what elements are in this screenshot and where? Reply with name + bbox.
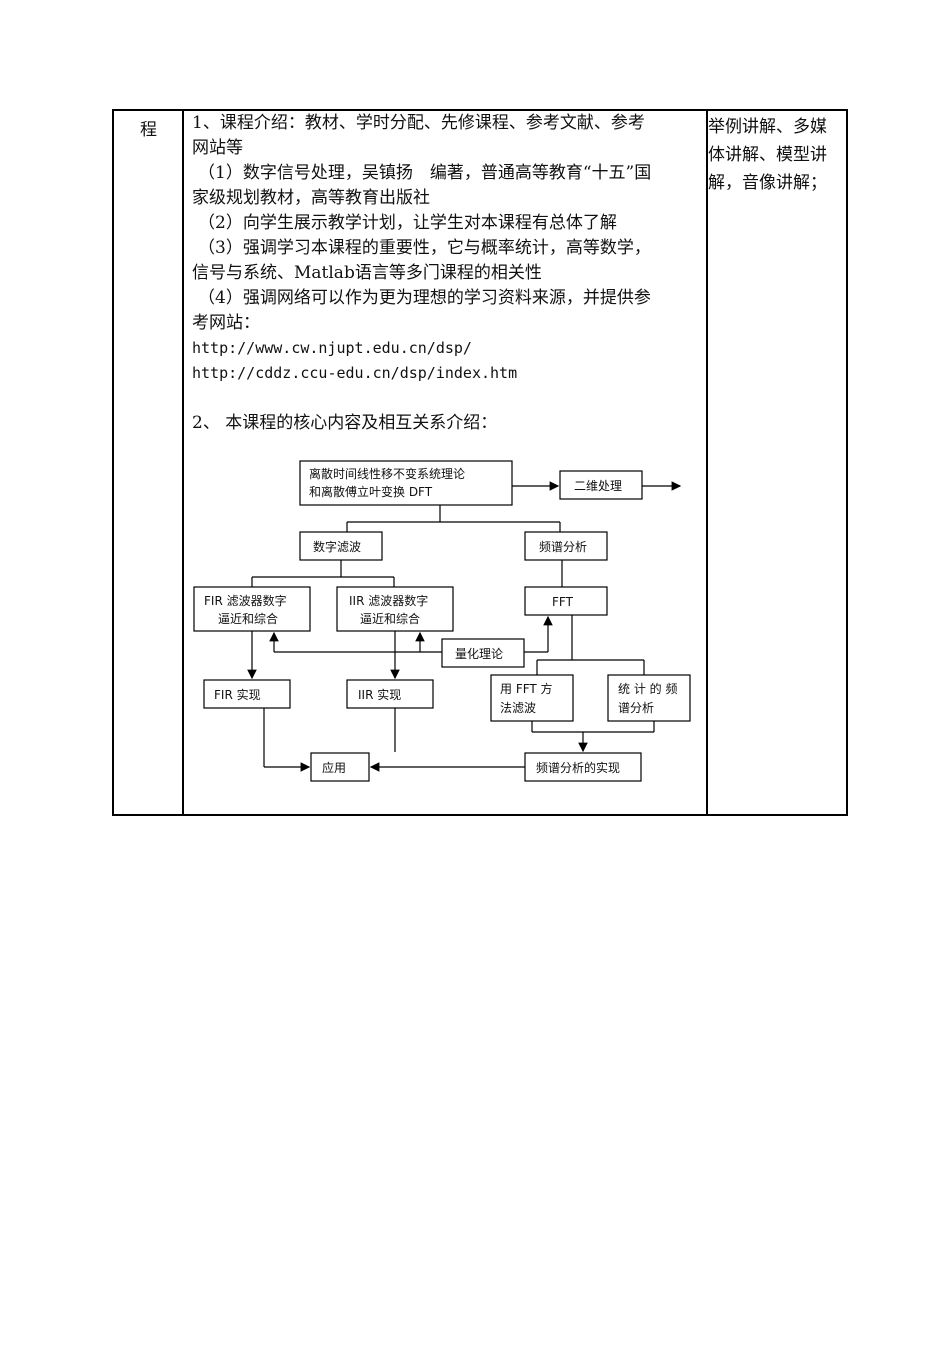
fft-box [524,586,608,616]
column-divider [706,111,708,814]
quantization-label: 量化理论 [455,647,503,661]
course-table: 程 1、课程介绍：教材、学时分配、先修课程、参考文献、参考 网站等 （1）数字信… [112,109,848,816]
iir-design-label: IIR 滤波器数字 [349,593,428,608]
methods-line-1: 举例讲解、多媒 [708,117,827,137]
fft-label: FFT [552,595,574,609]
theory-label-cont: 和离散傅立叶变换 DFT [309,484,433,499]
methods-line-2: 体讲解、模型讲 [708,145,827,165]
fir-design-label-cont: 逼近和综合 [218,611,278,626]
item-textbook: （1）数字信号处理，吴镇扬 编著，普通高等教育“十五”国 [198,163,652,183]
spectrum-impl-box [524,752,642,782]
stat-spectrum-label-cont: 谱分析 [618,701,654,715]
fft-filter-label: 用 FFT 方 [500,681,553,696]
iir-impl-box [346,679,434,709]
heading-course-intro: 1、课程介绍：教材、学时分配、先修课程、参考文献、参考 [192,113,645,133]
reference-url-2[interactable]: http://cddz.ccu-edu.cn/dsp/index.htm [192,364,518,382]
quantization-box [441,638,525,668]
item-textbook-cont: 家级规划教材，高等教育出版社 [192,188,430,208]
fft-filter-label-cont: 法滤波 [500,701,536,715]
course-structure-diagram: 离散时间线性移不变系统理论 和离散傅立叶变换 DFT 二维处理 数字滤波 频谱分… [193,460,691,782]
fft-filter-box [490,674,574,722]
fir-design-label: FIR 滤波器数字 [204,593,287,608]
item-network-cont: 考网站： [192,313,260,333]
item-teaching-plan: （2）向学生展示教学计划，让学生对本课程有总体了解 [198,213,617,233]
fir-design-box [193,586,311,632]
reference-url-1[interactable]: http://www.cw.njupt.edu.cn/dsp/ [192,339,472,357]
teaching-methods-cell: 举例讲解、多媒 体讲解、模型讲 解，音像讲解； [708,113,850,197]
digital-filter-box [299,531,383,561]
iir-impl-label: IIR 实现 [358,687,401,702]
methods-line-3: 解，音像讲解； [708,173,827,193]
theory-box [299,460,513,506]
column-divider [182,111,184,814]
row-label-cell: 程 [114,111,184,814]
two-d-box [559,470,643,500]
item-importance: （3）强调学习本课程的重要性，它与概率统计，高等数学， [198,238,651,258]
spectrum-analysis-label: 频谱分析 [539,540,587,554]
row-label: 程 [140,120,157,140]
spectrum-analysis-box [524,531,608,561]
application-box [310,752,370,782]
stat-spectrum-label: 统 计 的 频 [618,681,677,696]
two-d-label: 二维处理 [574,479,622,493]
spacer [192,386,702,411]
fir-impl-box [203,679,291,709]
application-label: 应用 [322,760,346,775]
fir-impl-label: FIR 实现 [214,687,261,702]
content-cell: 1、课程介绍：教材、学时分配、先修课程、参考文献、参考 网站等 （1）数字信号处… [192,111,702,436]
iir-design-label-cont: 逼近和综合 [360,611,420,626]
heading-core-content: 2、 本课程的核心内容及相互关系介绍： [192,413,498,433]
iir-design-box [336,586,454,632]
theory-label: 离散时间线性移不变系统理论 [309,466,465,481]
spectrum-impl-label: 频谱分析的实现 [536,760,620,775]
heading-course-intro-cont: 网站等 [192,138,243,158]
digital-filter-label: 数字滤波 [313,539,361,554]
stat-spectrum-box [607,674,691,722]
item-network: （4）强调网络可以作为更为理想的学习资料来源，并提供参 [198,288,651,308]
item-importance-cont: 信号与系统、Matlab语言等多门课程的相关性 [192,263,542,283]
